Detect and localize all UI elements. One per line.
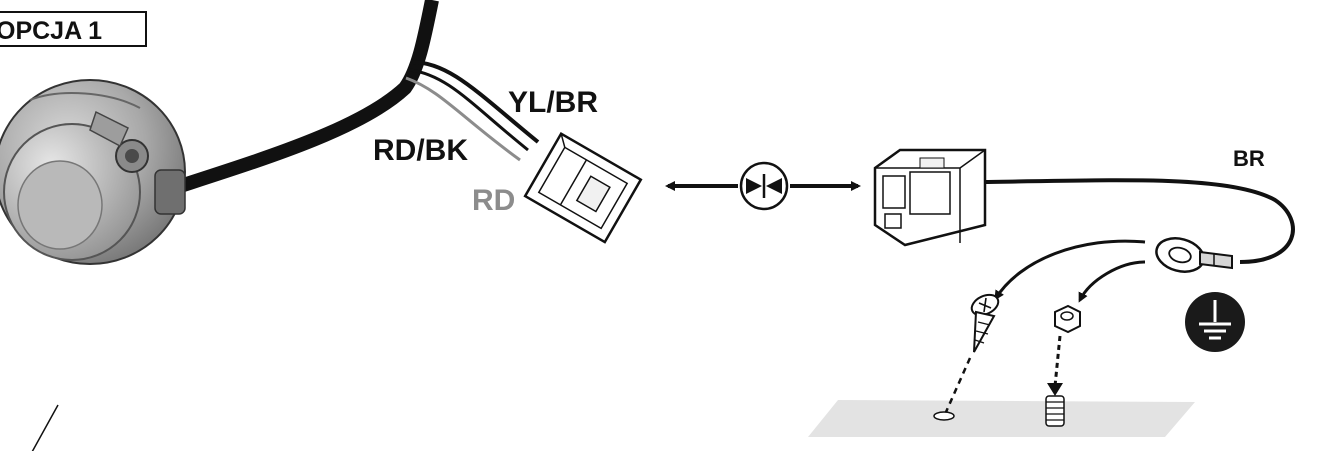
screw-icon bbox=[970, 293, 1000, 353]
screw-hole bbox=[933, 411, 955, 421]
option-label-box: OPCJA 1 bbox=[0, 11, 147, 47]
corner-mark bbox=[31, 404, 59, 451]
ground-icon bbox=[1185, 292, 1245, 352]
wire-rd bbox=[405, 76, 521, 162]
arrow-to-nut bbox=[1078, 260, 1146, 303]
left-connector bbox=[523, 131, 643, 244]
label-rd: RD bbox=[472, 184, 515, 217]
label-rd-bk: RD/BK bbox=[373, 134, 468, 167]
nut-guide-arrowhead bbox=[1047, 383, 1063, 396]
connect-symbol-icon bbox=[739, 161, 789, 211]
option-label: OPCJA 1 bbox=[0, 17, 102, 45]
nut-icon bbox=[1054, 304, 1081, 334]
nut-guide-line bbox=[1053, 335, 1062, 387]
trailer-socket-icon bbox=[0, 79, 186, 265]
label-br: BR bbox=[1233, 146, 1265, 171]
wire-yl-br bbox=[411, 60, 540, 144]
wire-br bbox=[984, 178, 1295, 264]
wire-rd-bk bbox=[409, 68, 529, 152]
main-cable bbox=[165, 0, 439, 197]
arrow-to-screw bbox=[994, 239, 1146, 301]
wire-bundle bbox=[405, 60, 540, 162]
ring-terminal-icon bbox=[1155, 237, 1233, 273]
right-connector bbox=[873, 148, 987, 247]
label-yl-br: YL/BR bbox=[508, 86, 598, 119]
threaded-stud bbox=[1045, 395, 1065, 427]
mounting-surface bbox=[808, 400, 1195, 437]
screw-guide-line bbox=[944, 357, 972, 413]
